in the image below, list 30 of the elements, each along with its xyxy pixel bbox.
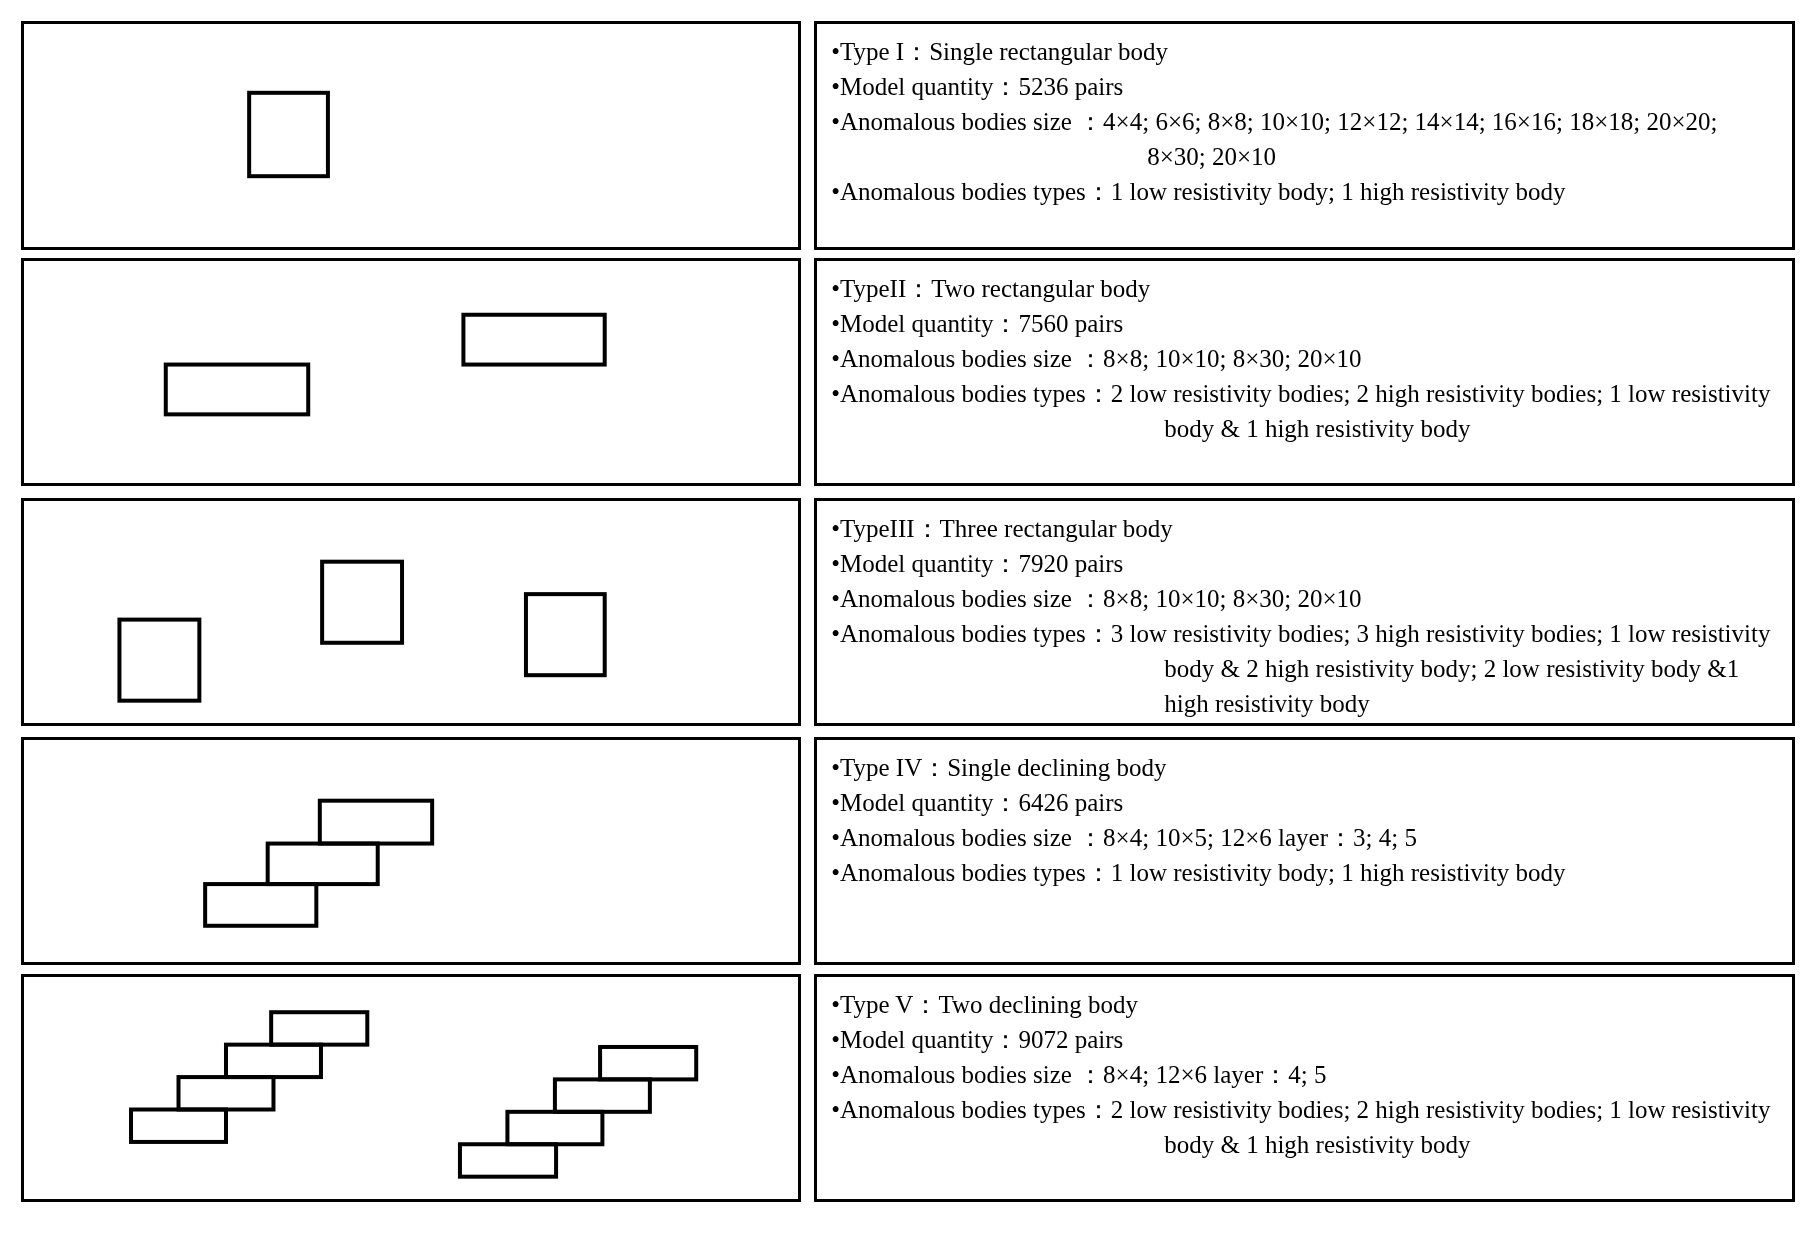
bullet-text: •Type V：Two declining body: [831, 990, 1140, 1020]
bullet-text: •TypeIII：Three rectangular body: [831, 514, 1174, 544]
bullet-text: •Type IV：Single declining body: [831, 752, 1168, 783]
bullet-text: •Anomalous bodies types：2 low resistivity bodies; 2 high resistivity bodies; 1 low resistivity body & 1 high resistivity body: [831, 1095, 1772, 1160]
bullet-text: •Anomalous bodies types：2 low resistivity bodies; 2 high resistivity bodies; 1 low resistivity body & 1 high resistivity body: [831, 379, 1772, 445]
bullet-text: •Type I：Single rectangular body: [831, 36, 1169, 67]
panel-box: [20, 498, 802, 727]
bullet-text: •Anomalous bodies size ：4×4; 6×6; 8×8; 10×10; 12×12; 14×14; 16×16; 18×18; 20×20; 8×30; 20×10: [831, 106, 1719, 172]
bullet-text: •TypeII：Two rectangular body: [831, 274, 1152, 305]
text-box: [814, 258, 1796, 487]
panel-box: [20, 736, 802, 965]
bullet-text: •Anomalous bodies size ：8×8; 10×10; 8×30; 20×10: [831, 584, 1363, 614]
bullet-text: •Model quantity：7920 pairs: [831, 549, 1125, 579]
panel-box: [20, 258, 802, 487]
bullet-text: •Model quantity：6426 pairs: [831, 787, 1125, 818]
bullet-text: •Anomalous bodies types：1 low resistivity body; 1 high resistivity body: [831, 857, 1567, 888]
panel-box: [20, 974, 802, 1203]
bullet-text: •Anomalous bodies types：1 low resistivity body; 1 high resistivity body: [831, 176, 1567, 207]
panel-box: [20, 20, 802, 251]
text-box: [814, 974, 1796, 1203]
text-box: [814, 20, 1796, 251]
bullet-text: •Model quantity：7560 pairs: [831, 309, 1125, 340]
bullet-text: •Model quantity：9072 pairs: [831, 1025, 1125, 1055]
text-box: [814, 498, 1796, 727]
bullet-text: •Anomalous bodies size ：8×4; 10×5; 12×6 layer：3; 4; 5: [831, 822, 1418, 853]
bullet-text: •Model quantity：5236 pairs: [831, 71, 1125, 102]
bullet-text: •Anomalous bodies types：3 low resistivity bodies; 3 high resistivity bodies; 1 low resistivity body & 2 high resistivity body; 2 low resistivity body &1 high resistivity body: [831, 619, 1772, 719]
bullet-text: •Anomalous bodies size ：8×8; 10×10; 8×30; 20×10: [831, 344, 1363, 375]
text-box: [814, 736, 1796, 965]
bullet-text: •Anomalous bodies size ：8×4; 12×6 layer：4; 5: [831, 1060, 1328, 1090]
